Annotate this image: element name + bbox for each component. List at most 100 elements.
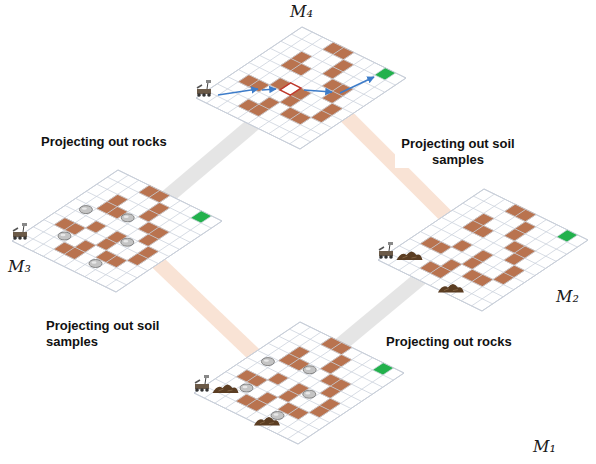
board-illustration bbox=[5, 167, 225, 295]
goal-cell bbox=[375, 68, 396, 80]
wall-cell bbox=[54, 242, 75, 254]
grid-line bbox=[23, 234, 127, 285]
grid-line bbox=[205, 386, 309, 437]
wall-cell bbox=[472, 274, 493, 286]
wall-cell bbox=[138, 234, 159, 246]
board-illustration bbox=[191, 0, 409, 152]
grid-line bbox=[207, 91, 311, 142]
rock-icon bbox=[271, 412, 284, 420]
rock-icon bbox=[79, 206, 92, 214]
wall-cell bbox=[236, 394, 257, 406]
wall-cell bbox=[320, 386, 341, 398]
grid-line bbox=[95, 211, 201, 282]
grid-line bbox=[226, 372, 330, 423]
rock-icon bbox=[261, 358, 274, 366]
wall-cell bbox=[333, 47, 354, 59]
wall-cell bbox=[322, 67, 343, 79]
subgoal-diamond bbox=[280, 83, 301, 95]
grid-line bbox=[277, 363, 383, 434]
grid-line bbox=[288, 368, 394, 439]
grid-line bbox=[196, 98, 300, 149]
wall-cell bbox=[289, 359, 310, 371]
wall-cell bbox=[473, 226, 494, 238]
wall-cell bbox=[291, 64, 312, 76]
wall-cell bbox=[270, 78, 291, 90]
plan-arrow bbox=[304, 90, 332, 92]
grid-line bbox=[410, 239, 514, 290]
wall-cell bbox=[331, 342, 352, 354]
rock-icon bbox=[121, 238, 134, 246]
rover-icon bbox=[379, 242, 393, 259]
wall-cell bbox=[322, 91, 343, 103]
wall-cell bbox=[420, 261, 441, 273]
wall-cell bbox=[268, 373, 289, 385]
wall-cell bbox=[515, 209, 536, 221]
wall-cell bbox=[149, 190, 170, 202]
grid-line bbox=[194, 393, 298, 444]
board-ground bbox=[12, 170, 222, 292]
board-ground bbox=[378, 189, 588, 311]
projection-label: Projecting out rocks bbox=[385, 334, 513, 350]
wall-cell bbox=[493, 272, 514, 284]
grid-line bbox=[389, 253, 493, 304]
model-label: M₂ bbox=[556, 288, 579, 306]
grid-line bbox=[298, 373, 404, 444]
wall-cell bbox=[420, 237, 441, 249]
grid-world-board: M₂ bbox=[373, 186, 591, 314]
soil-sample-icon bbox=[438, 284, 464, 293]
plan-arrow bbox=[340, 77, 374, 93]
goal-cell bbox=[191, 211, 212, 223]
board-ground bbox=[194, 322, 404, 444]
rock-icon bbox=[303, 390, 316, 398]
goal-cell bbox=[557, 230, 578, 242]
soil-sample-icon bbox=[397, 252, 423, 261]
grid-line bbox=[461, 230, 567, 301]
projection-label: Projecting out rocks bbox=[40, 134, 168, 150]
projection-label: Projecting out soil samples bbox=[45, 318, 175, 350]
wall-cell bbox=[462, 257, 483, 269]
rover-icon bbox=[13, 223, 27, 240]
plan-arrow bbox=[218, 89, 258, 95]
grid-line bbox=[106, 216, 212, 287]
wall-cell bbox=[106, 255, 127, 267]
grid-world-board: M₃ bbox=[5, 167, 225, 295]
model-label: M₃ bbox=[8, 258, 31, 276]
plan-arrow bbox=[262, 89, 276, 90]
board-ground bbox=[196, 27, 406, 149]
wall-cell bbox=[309, 405, 330, 417]
goal-cell bbox=[373, 363, 394, 375]
grid-world-board: M₄ bbox=[191, 0, 409, 152]
wall-cell bbox=[127, 253, 148, 265]
grid-line bbox=[300, 78, 406, 149]
rover-icon bbox=[195, 375, 209, 392]
wall-cell bbox=[452, 240, 473, 252]
soil-sample-icon bbox=[254, 417, 280, 426]
grid-line bbox=[217, 84, 321, 135]
projection-label: Projecting out soil samples bbox=[395, 136, 521, 168]
grid-line bbox=[482, 240, 588, 311]
wall-cell bbox=[280, 95, 301, 107]
wall-cell bbox=[290, 112, 311, 124]
rock-icon bbox=[58, 232, 71, 240]
wall-cell bbox=[311, 110, 332, 122]
rock-icon bbox=[121, 214, 134, 222]
wall-cell bbox=[236, 370, 257, 382]
rover-icon bbox=[197, 80, 211, 97]
soil-sample-icon bbox=[213, 385, 239, 394]
wall-cell bbox=[238, 75, 259, 87]
wall-cell bbox=[278, 390, 299, 402]
wall-cell bbox=[54, 218, 75, 230]
wall-cell bbox=[288, 407, 309, 419]
wall-cell bbox=[138, 210, 159, 222]
rock-icon bbox=[240, 384, 253, 392]
grid-line bbox=[33, 227, 137, 278]
projection-band bbox=[164, 121, 257, 200]
wall-cell bbox=[238, 99, 259, 111]
grid-line bbox=[228, 77, 332, 128]
wall-cell bbox=[86, 221, 107, 233]
rock-icon bbox=[303, 366, 316, 374]
grid-line bbox=[116, 221, 222, 292]
wall-cell bbox=[107, 207, 128, 219]
wall-cell bbox=[504, 253, 525, 265]
